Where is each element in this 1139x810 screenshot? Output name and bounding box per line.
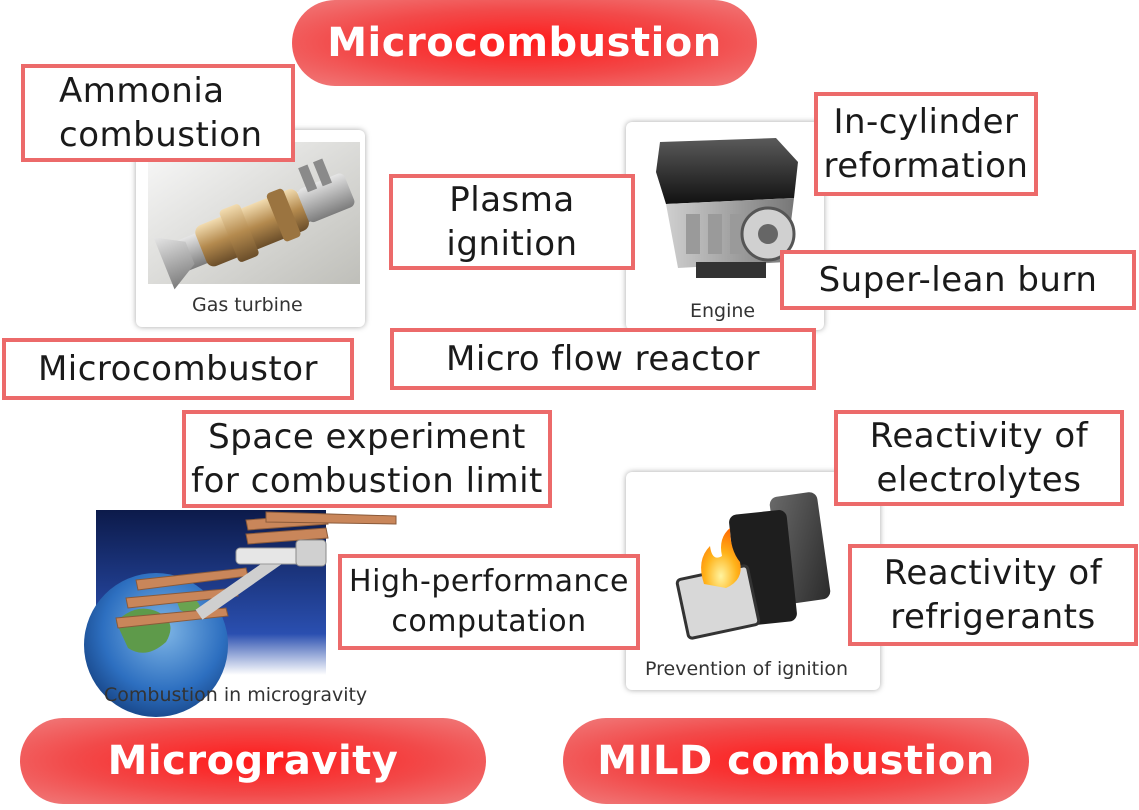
gas-turbine-card: Gas turbine <box>136 130 365 327</box>
topic-reactivity-electrolytes: Reactivity of electrolytes <box>834 410 1124 506</box>
category-microcombustion: Microcombustion <box>292 0 757 86</box>
engine-illustration <box>656 138 798 278</box>
topic-ammonia-combustion: Ammonia combustion <box>21 64 295 162</box>
topic-microcombustor: Microcombustor <box>2 338 354 400</box>
microgravity-caption: Combustion in microgravity <box>104 684 368 706</box>
prevention-card: Prevention of ignition <box>626 472 880 690</box>
topic-super-lean-burn: Super-lean burn <box>780 250 1136 310</box>
gas-turbine-illustration <box>148 142 360 290</box>
prevention-illustration <box>675 492 831 640</box>
topic-plasma-ignition: Plasma ignition <box>389 174 635 270</box>
category-mild-combustion: MILD combustion <box>563 718 1029 804</box>
space-station-illustration <box>84 510 397 717</box>
prevention-caption: Prevention of ignition <box>645 658 849 680</box>
topic-micro-flow-reactor: Micro flow reactor <box>390 328 816 390</box>
category-microgravity: Microgravity <box>20 718 486 804</box>
topic-high-performance-computation: High-performance computation <box>338 554 640 650</box>
topic-reactivity-refrigerants: Reactivity of refrigerants <box>848 544 1138 646</box>
topic-space-experiment: Space experiment for combustion limit <box>182 410 552 508</box>
engine-caption: Engine <box>690 300 756 322</box>
gas-turbine-caption: Gas turbine <box>192 294 303 316</box>
topic-in-cylinder-reformation: In-cylinder reformation <box>814 92 1038 196</box>
